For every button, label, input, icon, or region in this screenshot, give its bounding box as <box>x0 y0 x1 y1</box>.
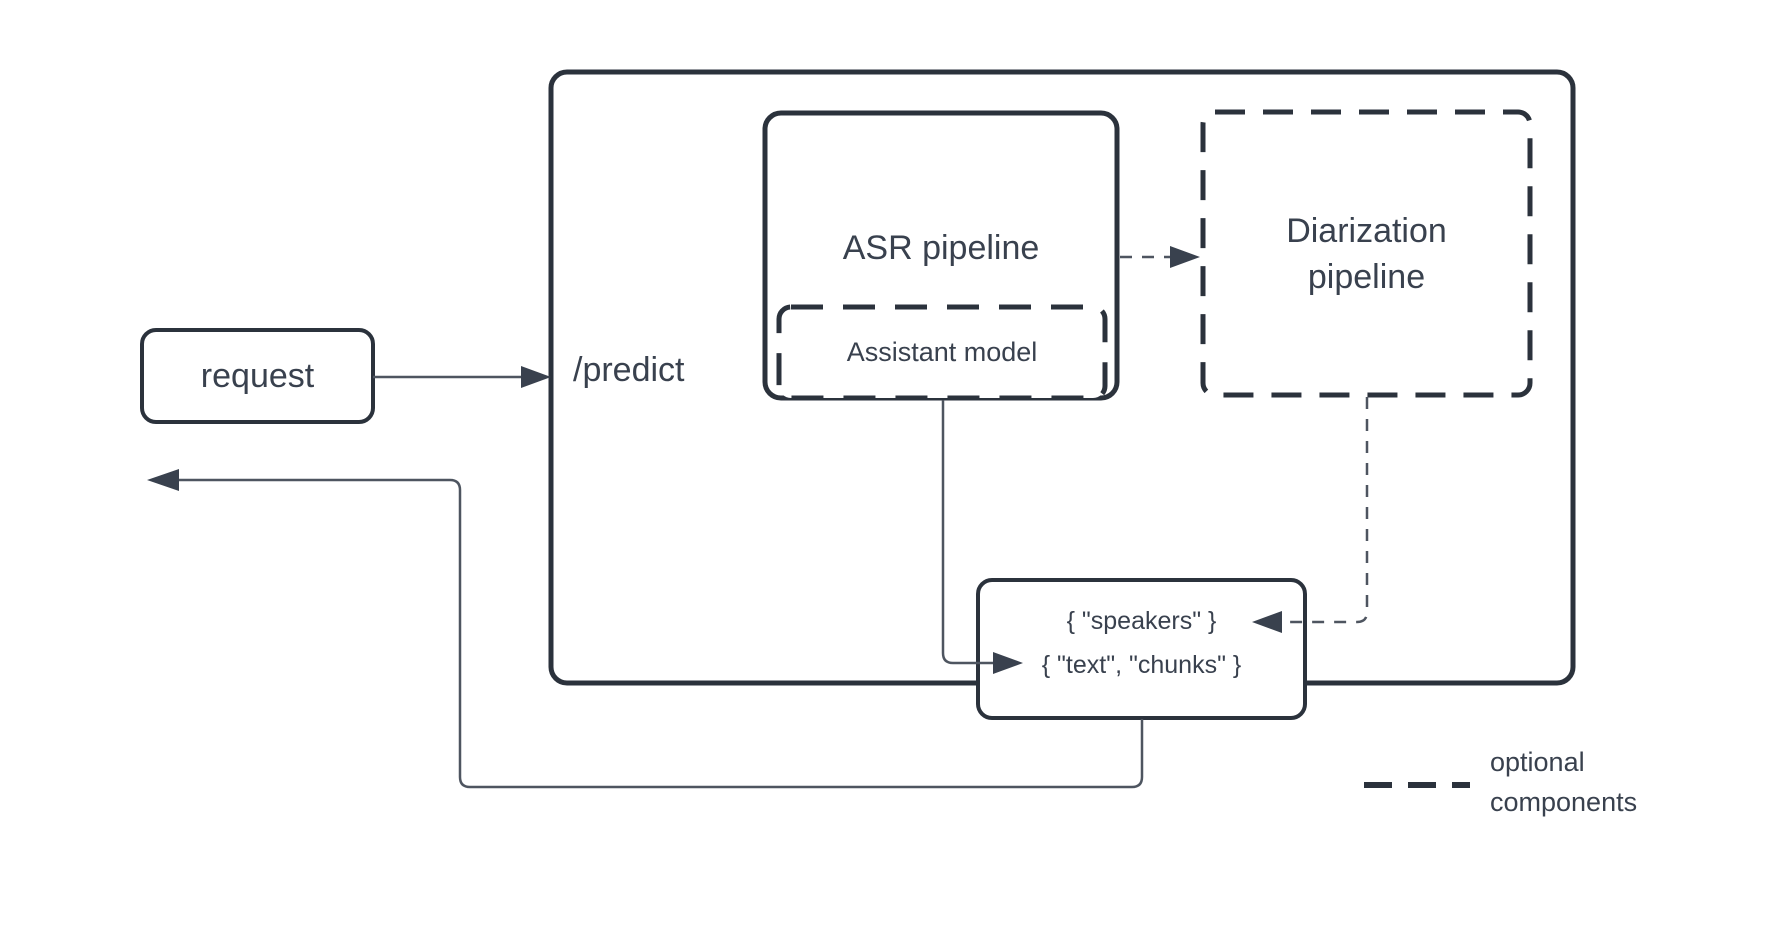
request-label: request <box>200 356 315 395</box>
arrowhead-asr-to-diarization <box>1170 246 1200 268</box>
output-box <box>976 578 1307 720</box>
diarization-pipeline-box <box>1200 109 1533 398</box>
output-label: { "speakers" } { "text", "chunks" } <box>978 580 1305 718</box>
output-speakers-text: { "speakers" } <box>1066 607 1217 635</box>
assistant-model-label: Assistant model <box>846 337 1038 367</box>
edge-diarization-to-output <box>1284 397 1369 624</box>
output-text-chunks-text: { "text", "chunks" } <box>1041 651 1242 679</box>
assistant-model-box <box>776 304 1108 401</box>
edge-output-return <box>179 478 1144 789</box>
legend-label: optional components <box>1490 747 1638 817</box>
predict-label: /predict <box>573 351 685 389</box>
asr-pipeline-label: ASR pipeline <box>842 229 1040 267</box>
diarization-pipeline-label: Diarization pipeline <box>1286 211 1447 296</box>
arrowhead-diarization-to-output <box>1252 611 1282 633</box>
arrowhead-request-to-predict <box>521 366 551 388</box>
arrowhead-output-return <box>147 469 179 491</box>
edge-asr-to-output <box>941 400 993 665</box>
arrowhead-asr-to-output <box>993 652 1023 674</box>
